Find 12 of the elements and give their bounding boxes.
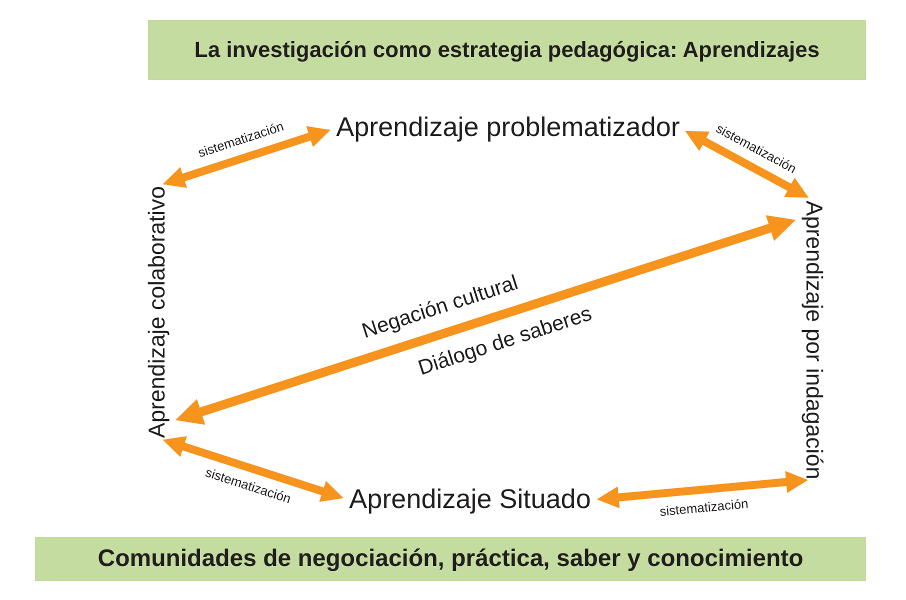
concept-label: Aprendizaje Situado [349,485,591,515]
title-banner: La investigación como estrategia pedagógica: Aprendizajes [148,20,866,80]
edge-label: sistematización [659,496,749,519]
double-arrow [596,471,808,508]
concept-label: Aprendizaje problematizador [336,113,680,143]
double-arrow [175,215,796,425]
double-arrow [685,130,809,198]
concept-label: Aprendizaje por indagación [801,200,827,480]
double-arrow [162,126,330,188]
double-arrow [162,436,344,502]
concept-label: Aprendizaje colaborativo [144,186,170,438]
footer-banner: Comunidades de negociación, práctica, saber y conocimiento [35,537,866,581]
